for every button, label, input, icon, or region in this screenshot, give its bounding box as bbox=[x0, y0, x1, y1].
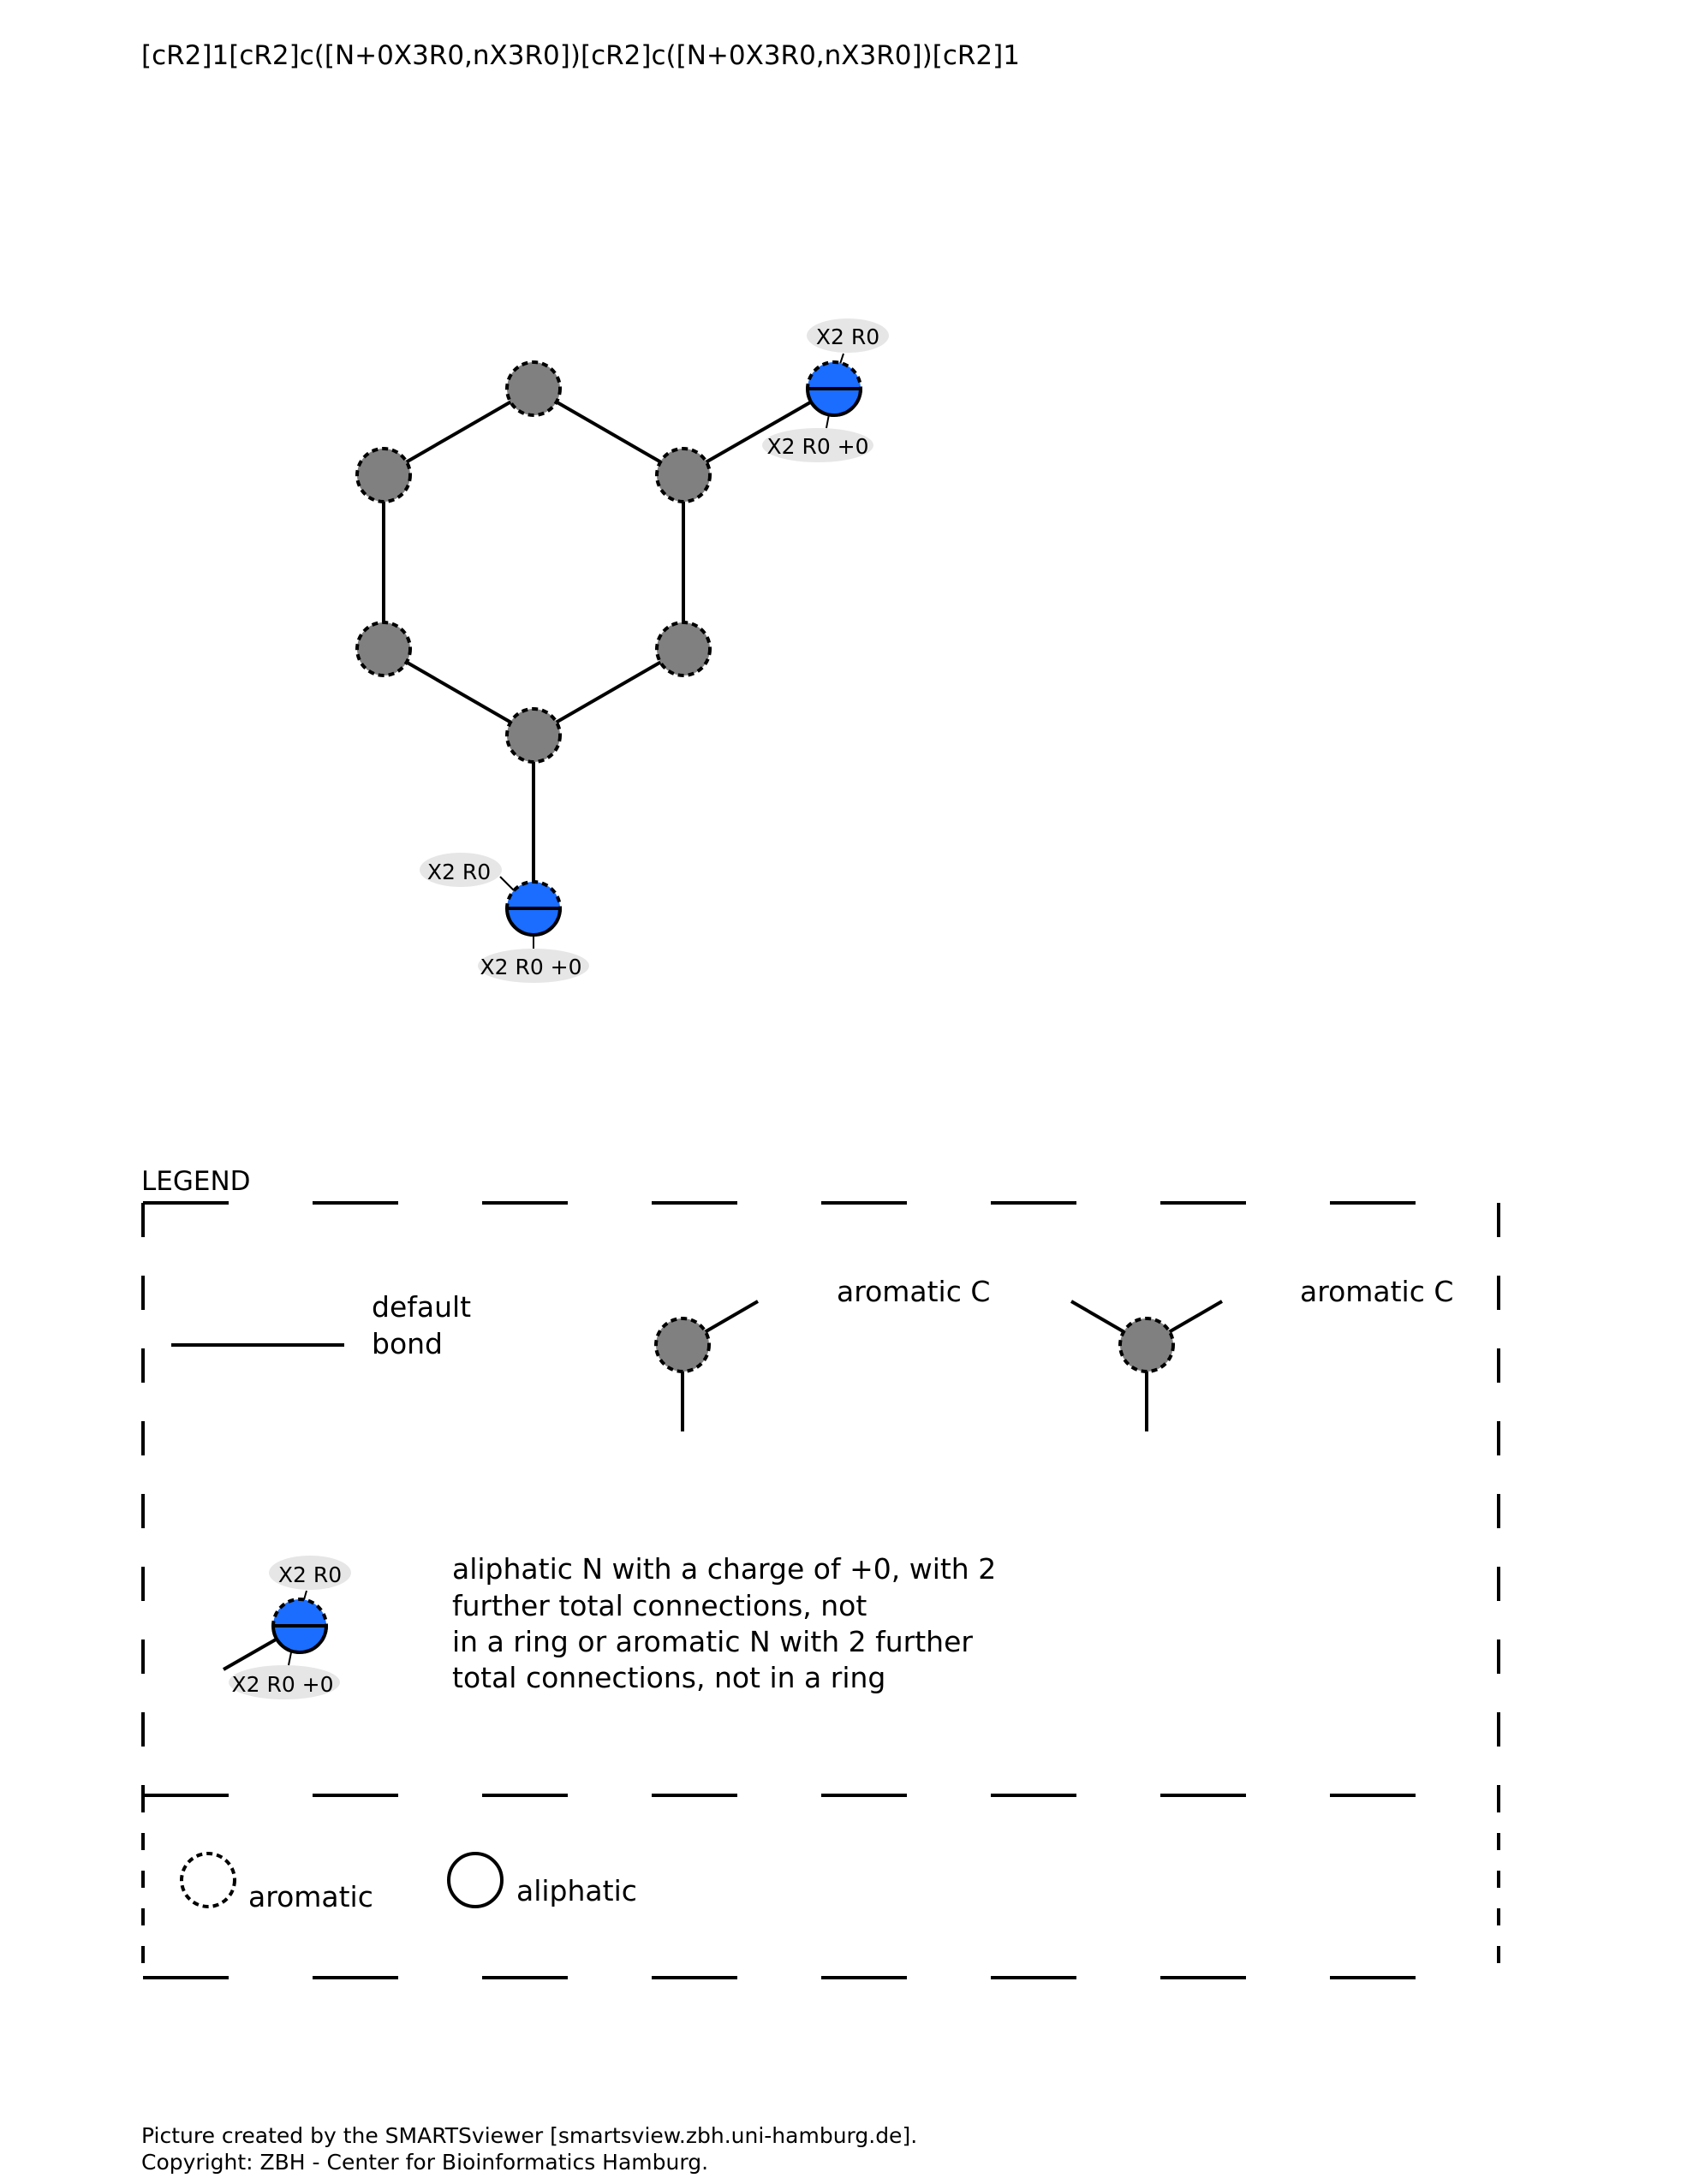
legend-n-description: aliphatic N with a charge of +0, with 2 … bbox=[452, 1552, 996, 1694]
legend-aliphatic-circle bbox=[447, 1852, 504, 1908]
footer-copyright: Copyright: ZBH - Center for Bioinformati… bbox=[141, 2150, 708, 2175]
legend-frame-upper bbox=[141, 1201, 1500, 1797]
legend-n-description-line: further total connections, not bbox=[452, 1589, 867, 1622]
aromatic-carbon-atom bbox=[654, 1317, 711, 1373]
aromatic-carbon-atom bbox=[505, 707, 562, 764]
ring-carbons bbox=[355, 360, 712, 764]
aromatic-carbon-atom bbox=[655, 447, 712, 503]
legend-frame-lower bbox=[141, 1795, 1500, 1979]
legend-n-description-line: aliphatic N with a charge of +0, with 2 bbox=[452, 1552, 996, 1586]
footer-credit: Picture created by the SMARTSviewer [sma… bbox=[141, 2123, 917, 2148]
n-top-label: X2 R0 bbox=[816, 324, 879, 349]
molecule bbox=[382, 387, 835, 908]
legend-aromatic-c-label-2: aromatic C bbox=[1300, 1275, 1453, 1308]
legend-n-description-line: in a ring or aromatic N with 2 further bbox=[452, 1625, 973, 1658]
bond-ring-1 bbox=[533, 387, 684, 477]
n-top-label: X2 R0 bbox=[427, 860, 491, 884]
legend-n-bottom-label: X2 R0 +0 bbox=[231, 1672, 333, 1697]
aromatic-carbon-atom bbox=[355, 621, 412, 677]
aromatic-carbon-atom bbox=[1118, 1317, 1175, 1373]
n-bottom-label: X2 R0 +0 bbox=[480, 955, 581, 979]
aliphatic-outline bbox=[806, 388, 862, 417]
legend-title: LEGEND bbox=[141, 1166, 251, 1197]
legend-aromatic-c-2 bbox=[654, 1300, 760, 1431]
nitrogen-atom-top: X2 R0 X2 R0 +0 bbox=[762, 318, 889, 462]
legend-n-description-line: total connections, not in a ring bbox=[452, 1661, 885, 1694]
aromatic-carbon-atom bbox=[355, 447, 412, 503]
bond-ring-6 bbox=[383, 387, 534, 477]
legend-aromatic-circle bbox=[180, 1852, 236, 1908]
legend-aromatic-c-3 bbox=[1070, 1300, 1224, 1431]
label-bubble bbox=[807, 318, 889, 353]
smarts-string: [cR2]1[cR2]c([N+0X3R0,nX3R0])[cR2]c([N+0… bbox=[141, 40, 1020, 71]
aliphatic-outline bbox=[271, 1625, 328, 1654]
label-bubble bbox=[762, 428, 873, 462]
nitrogen-atom-bottom: X2 R0 X2 R0 +0 bbox=[420, 853, 589, 983]
legend-aromatic-c-label-1: aromatic C bbox=[837, 1275, 990, 1308]
legend-nitrogen-atom: X2 R0 X2 R0 +0 bbox=[223, 1556, 351, 1699]
label-bubble bbox=[478, 949, 589, 983]
legend-bond-label-line1: default bbox=[372, 1290, 471, 1324]
n-bottom-label: X2 R0 +0 bbox=[766, 434, 868, 459]
aromatic-carbon-atom bbox=[655, 621, 712, 677]
label-bubble bbox=[229, 1665, 340, 1699]
legend-aliphatic-label: aliphatic bbox=[516, 1874, 637, 1907]
bond-ring-3 bbox=[533, 647, 684, 737]
bond-to-n-top bbox=[683, 387, 835, 477]
aromatic-carbon-atom bbox=[505, 360, 562, 417]
label-bubble bbox=[420, 853, 502, 887]
legend-bond-label-line2: bond bbox=[372, 1327, 443, 1360]
legend-n-top-label: X2 R0 bbox=[278, 1562, 342, 1587]
bond-ring-4 bbox=[383, 647, 534, 737]
legend-aromatic-label: aromatic bbox=[248, 1880, 373, 1913]
aliphatic-outline bbox=[505, 908, 562, 937]
label-bubble bbox=[269, 1556, 351, 1590]
